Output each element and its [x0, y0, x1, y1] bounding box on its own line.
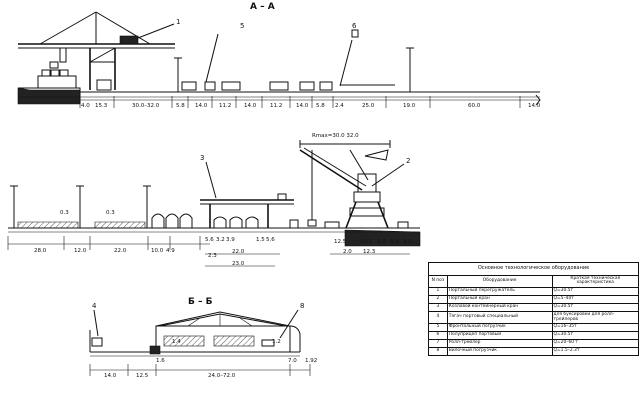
table-header-equipment: Оборудование: [446, 274, 553, 289]
table-header-spec: Краткая техническая характеристика: [551, 274, 640, 289]
terminal-section-drawing: [7, 140, 421, 267]
svg-text:5.6: 5.6: [205, 237, 214, 243]
svg-text:5.6: 5.6: [266, 237, 275, 243]
table-caption: Основное технологическое оборудование: [428, 262, 639, 276]
table-header-num: N поз: [428, 274, 448, 289]
table-row: 3 Козловой контейнерный кран Q=30.5т: [428, 302, 640, 312]
svg-text:12.5: 12.5: [136, 373, 149, 379]
svg-text:5.8: 5.8: [176, 103, 185, 109]
table-row: 5 Фронтальный погрузчик Q=16–35т: [428, 323, 640, 333]
callout-1: 1: [176, 18, 180, 26]
svg-text:12.5: 12.5: [334, 239, 347, 245]
table-row: 1 Портальный перегружатель Q=30.5т: [428, 287, 640, 297]
svg-text:14.0: 14.0: [528, 103, 541, 109]
table-row: 7 Ролл-трейлер Q=20–60 т: [428, 339, 640, 348]
svg-text:14.0: 14.0: [296, 103, 309, 109]
callout-5: 5: [240, 22, 244, 30]
svg-text:2.3: 2.3: [208, 253, 217, 259]
section-aa-title: А – А: [250, 2, 275, 12]
svg-text:4.9: 4.9: [166, 248, 175, 254]
svg-text:30.0–32.0: 30.0–32.0: [132, 103, 160, 109]
table-row: 6 Полуприцеп портовый Q=30.5т: [428, 331, 640, 341]
svg-text:2.4: 2.4: [335, 103, 344, 109]
svg-text:7.0: 7.0: [288, 358, 297, 364]
svg-text:3.9: 3.9: [226, 237, 235, 243]
svg-text:28.0: 28.0: [34, 248, 47, 254]
svg-text:12.3: 12.3: [363, 249, 376, 255]
portal-transloader-crane: [18, 11, 175, 90]
svg-text:1.6: 1.6: [156, 358, 165, 364]
height-label-1: 0.3: [60, 210, 69, 216]
svg-text:14.0: 14.0: [195, 103, 208, 109]
section-aa-drawing: [17, 11, 541, 108]
callout-4: 4: [92, 302, 97, 310]
table-row: 4 Тягач портовый специальный для буксиро…: [428, 310, 640, 325]
section-bb-title: Б – Б: [188, 297, 213, 307]
svg-text:12.0: 12.0: [74, 248, 87, 254]
svg-text:1.2: 1.2: [272, 339, 281, 345]
svg-text:14.0: 14.0: [244, 103, 257, 109]
svg-text:14.0: 14.0: [104, 373, 117, 379]
dimensions-mid: 28.0 12.0 22.0 10.0 4.9 5.6 3.2 3.9 1.5 …: [34, 237, 412, 267]
svg-text:3.0: 3.0: [377, 239, 386, 245]
equipment-table: Основное технологическое оборудование N …: [428, 262, 640, 356]
gantry-container-crane: [200, 193, 299, 229]
svg-text:3.2: 3.2: [216, 237, 225, 243]
svg-text:1.92: 1.92: [305, 358, 317, 364]
svg-text:60.0: 60.0: [468, 103, 481, 109]
table-row: 8 Вилочный погрузчик Q=1.5–2.3т: [428, 346, 640, 356]
callout-6: 6: [352, 22, 357, 30]
dimensions-aa: 4.0 15.3 30.0–32.0 5.8 14.0 11.2 14.0 11…: [81, 103, 541, 109]
svg-text:23.0: 23.0: [232, 261, 245, 267]
svg-text:1.5: 1.5: [256, 237, 265, 243]
svg-text:5.8: 5.8: [316, 103, 325, 109]
callout-2: 2: [406, 157, 410, 165]
svg-text:22.0: 22.0: [114, 248, 127, 254]
warehouse: [155, 311, 291, 352]
svg-text:11.2: 11.2: [219, 103, 231, 109]
section-bb-drawing: [89, 311, 311, 376]
reach-label: Rmax=30.0 32.0: [312, 133, 359, 139]
table-row: 2 Портальный кран Q=5–40т: [428, 295, 640, 304]
dimensions-bb: 14.0 12.5 1.4 1.6 24.0–72.0 1.2 7.0 1.92: [104, 339, 317, 379]
svg-text:1.4: 1.4: [172, 339, 181, 345]
height-label-2: 0.3: [106, 210, 115, 216]
svg-text:24.0–72.0: 24.0–72.0: [208, 373, 236, 379]
svg-text:15.3: 15.3: [95, 103, 108, 109]
callout-8: 8: [300, 302, 304, 310]
callout-3: 3: [200, 154, 204, 162]
svg-text:2.0: 2.0: [343, 249, 352, 255]
svg-text:19.0: 19.0: [403, 103, 416, 109]
svg-text:22.0: 22.0: [232, 249, 245, 255]
svg-text:10.5: 10.5: [360, 239, 373, 245]
svg-text:3.5: 3.5: [403, 239, 412, 245]
svg-text:10.0: 10.0: [151, 248, 164, 254]
portal-crane: [299, 140, 391, 229]
svg-text:25.0: 25.0: [362, 103, 375, 109]
svg-text:11.2: 11.2: [270, 103, 282, 109]
svg-text:4.0: 4.0: [81, 103, 90, 109]
svg-text:5.5: 5.5: [390, 239, 399, 245]
